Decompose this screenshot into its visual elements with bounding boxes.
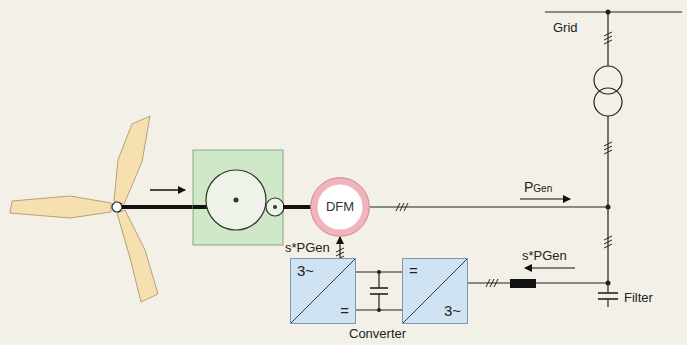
transformer-winding — [594, 66, 622, 94]
power-arrow — [520, 198, 570, 199]
connector — [340, 237, 341, 258]
generator-shaft — [283, 205, 311, 209]
converter-symbol: = — [409, 263, 418, 279]
part-label: Grid — [553, 20, 578, 35]
reactor — [510, 279, 536, 288]
three-phase-mark — [604, 142, 612, 248]
gearbox — [193, 150, 283, 245]
group-label: Converter — [349, 326, 406, 341]
generator-label: DFM — [310, 200, 370, 214]
signal-label: PGen — [524, 180, 552, 196]
converter-box: 3~ = — [290, 258, 356, 324]
three-phase-mark — [396, 203, 408, 211]
dc-capacitor — [378, 272, 379, 288]
converter-symbol: 3~ — [297, 263, 314, 279]
dc-capacitor — [370, 287, 388, 289]
grid-line — [607, 12, 608, 66]
junction-dot — [606, 205, 611, 210]
gear-axle — [234, 198, 239, 203]
filter-capacitor — [598, 292, 618, 294]
signal-label: s*PGen — [522, 248, 567, 263]
converter-symbol: = — [340, 303, 349, 319]
three-phase-mark — [486, 279, 498, 287]
hub — [112, 202, 122, 212]
converter-diagonal — [291, 259, 355, 323]
converter-box: = 3~ — [402, 258, 468, 324]
generator-outline — [311, 178, 370, 237]
grid-side-line — [468, 282, 608, 283]
gear-small — [266, 198, 284, 216]
dc-capacitor — [378, 294, 379, 310]
part-label: Filter — [624, 290, 653, 305]
power-line — [339, 237, 340, 258]
converter-diagonal — [403, 259, 467, 323]
junction-dot — [377, 270, 381, 274]
filter-capacitor — [607, 299, 608, 307]
three-phase-mark — [604, 32, 612, 44]
gear-large — [206, 170, 266, 230]
converter-symbol: 3~ — [444, 303, 461, 319]
gear-axle — [273, 205, 277, 209]
junction-dot — [377, 308, 381, 312]
generator-circle: DFM — [310, 177, 370, 237]
rotation-arrow — [150, 189, 185, 191]
grid-bus — [545, 11, 682, 12]
power-arrow — [525, 267, 575, 268]
signal-label: s*PGen — [285, 240, 330, 255]
connector — [356, 270, 402, 312]
transformer-winding — [594, 88, 622, 116]
